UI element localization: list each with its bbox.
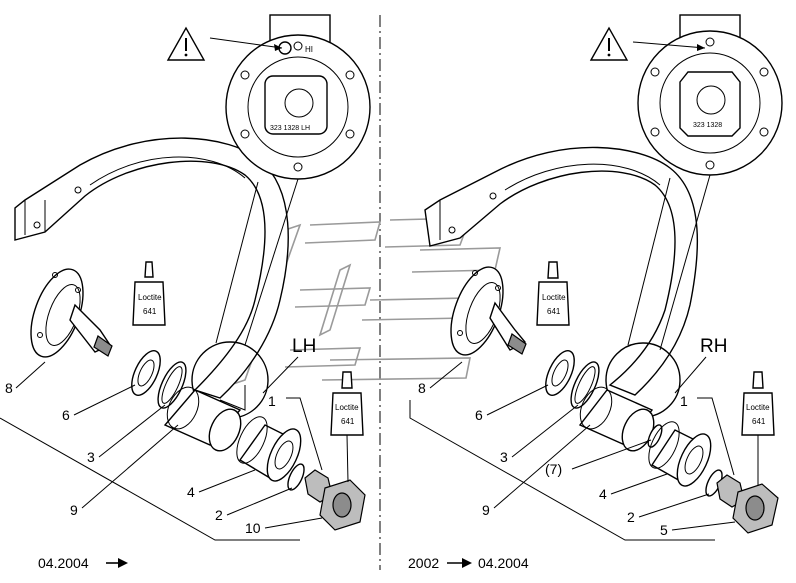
right-loctite2-number: 641 bbox=[752, 417, 766, 426]
left-loctite2-brand: Loctite bbox=[335, 403, 359, 412]
left-callout-8: 8 bbox=[5, 380, 13, 396]
left-washer-2 bbox=[287, 463, 305, 491]
loctite-bottle-icon: Loctite 641 bbox=[330, 371, 364, 483]
left-callout-4: 4 bbox=[187, 484, 195, 500]
right-loctite-brand: Loctite bbox=[542, 293, 566, 302]
left-knuckle-9 bbox=[163, 386, 242, 452]
left-castle-nut-10 bbox=[319, 479, 366, 531]
left-date-start: 04.2004 bbox=[38, 555, 89, 571]
left-callout-6: 6 bbox=[62, 407, 70, 423]
loctite-bottle-icon: Loctite 641 bbox=[741, 371, 775, 486]
right-callout-1: 1 bbox=[680, 393, 688, 409]
right-loctite-number: 641 bbox=[547, 307, 561, 316]
right-hub-detail: 323 1328 bbox=[637, 14, 783, 176]
arrow-right-icon bbox=[447, 558, 472, 568]
right-callout-2: 2 bbox=[627, 509, 635, 525]
left-hub-text: 323 1328 LH bbox=[270, 125, 310, 132]
left-callout-10: 10 bbox=[245, 520, 261, 536]
left-assembly: 323 1328 LH HI bbox=[0, 14, 371, 571]
right-bearing-4 bbox=[648, 421, 712, 487]
warning-triangle-icon bbox=[589, 26, 706, 61]
right-callout-6: 6 bbox=[475, 407, 483, 423]
right-hub-text: 323 1328 bbox=[693, 122, 722, 129]
right-callout-9: 9 bbox=[482, 502, 490, 518]
right-callout-5: 5 bbox=[660, 522, 668, 538]
left-callout-3: 3 bbox=[87, 449, 95, 465]
right-date-end: 04.2004 bbox=[478, 555, 529, 571]
left-plate-text: HI bbox=[305, 45, 313, 54]
warning-triangle-icon bbox=[166, 26, 283, 61]
left-hub-detail: 323 1328 LH HI bbox=[225, 14, 371, 180]
right-stub-axle bbox=[450, 266, 527, 356]
right-loctite2-brand: Loctite bbox=[746, 403, 770, 412]
right-callout-8: 8 bbox=[418, 380, 426, 396]
right-callout-7: (7) bbox=[545, 461, 562, 477]
left-side-label: LH bbox=[292, 336, 316, 357]
right-knuckle-9 bbox=[578, 386, 655, 452]
right-assembly: 323 1328 Loctite 641 bbox=[408, 14, 783, 571]
loctite-bottle-icon: Loctite 641 bbox=[132, 261, 166, 326]
left-loctite2-number: 641 bbox=[341, 417, 355, 426]
right-callout-4: 4 bbox=[599, 486, 607, 502]
left-stub-axle bbox=[30, 268, 113, 358]
right-callout-3: 3 bbox=[500, 449, 508, 465]
right-frame-arm bbox=[424, 146, 699, 396]
right-side-label: RH bbox=[700, 336, 727, 357]
left-callout-1: 1 bbox=[268, 393, 276, 409]
arrow-right-icon bbox=[106, 558, 128, 568]
left-callout-2: 2 bbox=[215, 507, 223, 523]
left-loctite-brand: Loctite bbox=[138, 293, 162, 302]
left-loctite-number: 641 bbox=[143, 307, 157, 316]
left-callout-9: 9 bbox=[70, 502, 78, 518]
right-castle-nut-5 bbox=[732, 483, 779, 534]
loctite-bottle-icon: Loctite 641 bbox=[536, 261, 570, 326]
left-bearing-4 bbox=[236, 416, 302, 482]
right-date-start: 2002 bbox=[408, 555, 439, 571]
